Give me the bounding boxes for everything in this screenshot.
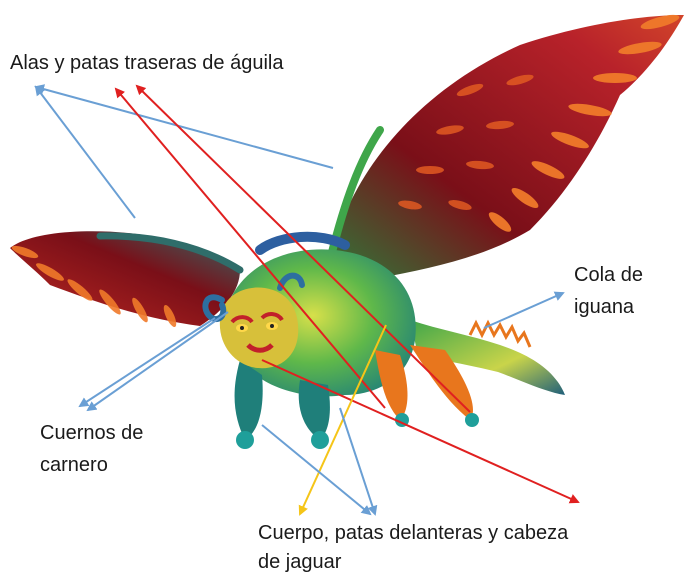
label-eagle-wings-and-legs: Alas y patas traseras de águila xyxy=(10,52,284,74)
label-jaguar-body-line2: de jaguar xyxy=(258,551,342,573)
arrow-tail xyxy=(483,291,565,329)
alebrije-illustration xyxy=(10,14,684,449)
arrow-body-from-head xyxy=(261,359,580,504)
arrow-horns-upper xyxy=(78,317,216,408)
label-iguana-tail-line2: iguana xyxy=(574,296,635,318)
arrow-body-from-mid-leg xyxy=(339,407,378,516)
label-jaguar-body-line1: Cuerpo, patas delanteras y cabeza xyxy=(258,522,569,544)
arrow-wings-from-right-wing xyxy=(34,84,334,169)
right-wing xyxy=(326,14,684,280)
label-ram-horns-line2: carnero xyxy=(40,454,108,476)
arrow-wings-from-right-claw xyxy=(135,84,471,413)
iguana-tail xyxy=(410,319,565,395)
left-wing xyxy=(10,231,244,328)
label-iguana-tail-line1: Cola de xyxy=(574,264,643,286)
arrow-wings-from-left-claw xyxy=(114,87,386,409)
arrow-body-from-front-leg xyxy=(261,424,372,516)
arrow-horns-lower xyxy=(86,311,229,412)
label-ram-horns-line1: Cuernos de xyxy=(40,422,144,444)
arrow-wings-from-left-wing xyxy=(34,85,136,219)
pointer-arrows xyxy=(34,84,580,516)
